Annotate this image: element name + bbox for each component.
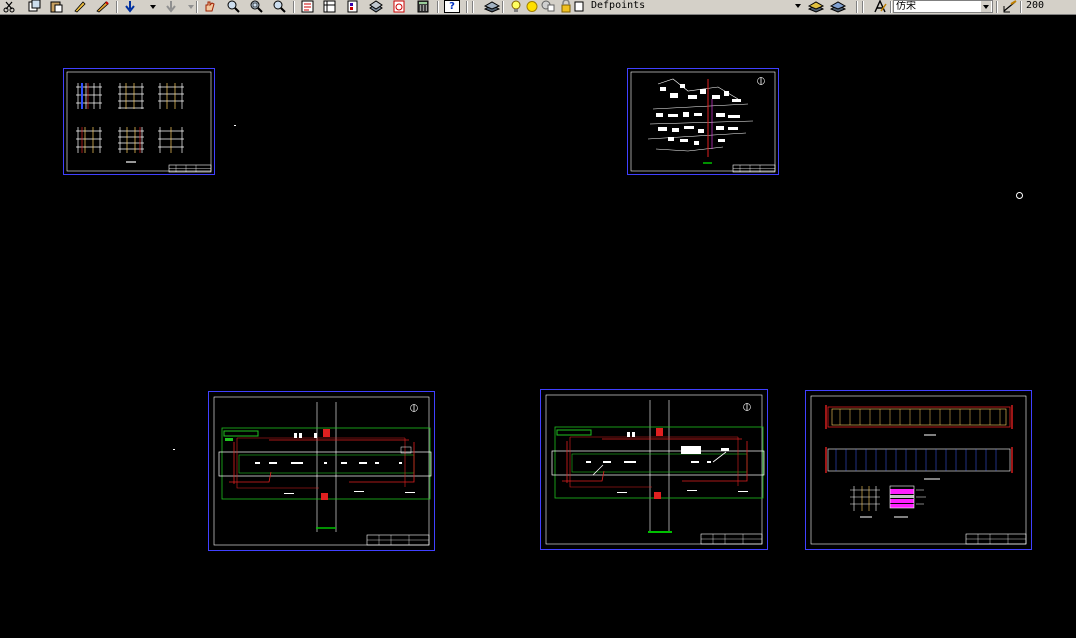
chevron-down-icon[interactable] <box>981 1 991 12</box>
layer-previous-icon[interactable] <box>830 0 846 13</box>
toolbar-separator <box>116 1 118 13</box>
undo-icon[interactable] <box>122 0 138 13</box>
copy-icon[interactable] <box>26 0 42 13</box>
toolbar-grip <box>472 1 474 13</box>
toolbar-grip <box>862 1 864 13</box>
drawing-sheet-sections[interactable] <box>805 390 1032 550</box>
stray-point <box>173 449 175 450</box>
toolbar-separator <box>856 1 858 13</box>
drawing-sheet-station-plan-1[interactable] <box>208 391 435 551</box>
layer-combo-value: Defpoints <box>591 0 646 11</box>
layer-lock-icon[interactable] <box>558 0 571 13</box>
drawing-sheet-frame-elevations[interactable] <box>63 68 215 175</box>
station-plan-drawing <box>545 394 765 545</box>
layer-viewport-icon[interactable] <box>540 0 555 13</box>
help-button[interactable]: ? <box>444 0 460 13</box>
design-center-icon[interactable] <box>322 0 338 13</box>
markup-icon[interactable] <box>391 0 407 13</box>
match-properties-icon[interactable] <box>72 0 88 13</box>
pencil-icon[interactable] <box>94 0 110 13</box>
layer-thaw-sun-icon[interactable] <box>524 0 538 13</box>
redo-dropdown-icon <box>183 0 194 13</box>
frame-elevations-drawing <box>66 71 212 173</box>
calculator-icon[interactable] <box>415 0 431 13</box>
layer-properties-icon[interactable] <box>484 0 500 13</box>
stray-point <box>234 125 236 126</box>
scale-field[interactable]: 200 <box>1024 0 1074 13</box>
zoom-previous-icon[interactable] <box>271 0 287 13</box>
layer-on-bulb-icon[interactable] <box>508 0 521 13</box>
redo-icon <box>163 0 179 13</box>
toolbar-separator <box>293 1 295 13</box>
section-drawing <box>810 395 1027 545</box>
tool-palettes-icon[interactable] <box>345 0 361 13</box>
layer-color-swatch[interactable] <box>571 0 584 13</box>
sheet-set-icon[interactable] <box>368 0 384 13</box>
toolbar-separator <box>437 1 439 13</box>
layer-combo[interactable]: Defpoints <box>589 0 804 13</box>
dimension-style-icon[interactable] <box>1002 0 1018 13</box>
toolbar-separator <box>502 1 504 13</box>
scale-field-value: 200 <box>1026 0 1045 11</box>
text-style-combo-value: 仿宋 <box>896 1 916 12</box>
text-style-combo[interactable]: 仿宋 <box>893 0 993 13</box>
cut-icon[interactable] <box>2 0 18 13</box>
toolbar-separator <box>196 1 198 13</box>
chevron-down-icon[interactable] <box>793 0 803 11</box>
undo-dropdown-icon[interactable] <box>145 0 156 13</box>
cursor-pickbox-icon <box>1016 192 1023 199</box>
zoom-window-icon[interactable] <box>248 0 264 13</box>
standard-toolbar: ? Defpoints 仿宋 200 <box>0 0 1076 15</box>
toolbar-separator <box>466 1 468 13</box>
drawing-sheet-station-plan-2[interactable] <box>540 389 768 550</box>
paste-icon[interactable] <box>48 0 64 13</box>
station-plan-drawing <box>213 396 432 546</box>
toolbar-separator <box>996 1 998 13</box>
text-style-icon[interactable] <box>872 0 888 13</box>
site-plan-drawing <box>630 71 776 173</box>
drawing-sheet-site-plan[interactable] <box>627 68 779 175</box>
make-current-layer-icon[interactable] <box>808 0 824 13</box>
toolbar-separator <box>1020 1 1022 13</box>
zoom-realtime-icon[interactable] <box>225 0 241 13</box>
toolbar-separator <box>890 1 892 13</box>
pan-icon[interactable] <box>202 0 218 13</box>
properties-icon[interactable] <box>300 0 316 13</box>
drawing-canvas[interactable] <box>0 15 1076 638</box>
